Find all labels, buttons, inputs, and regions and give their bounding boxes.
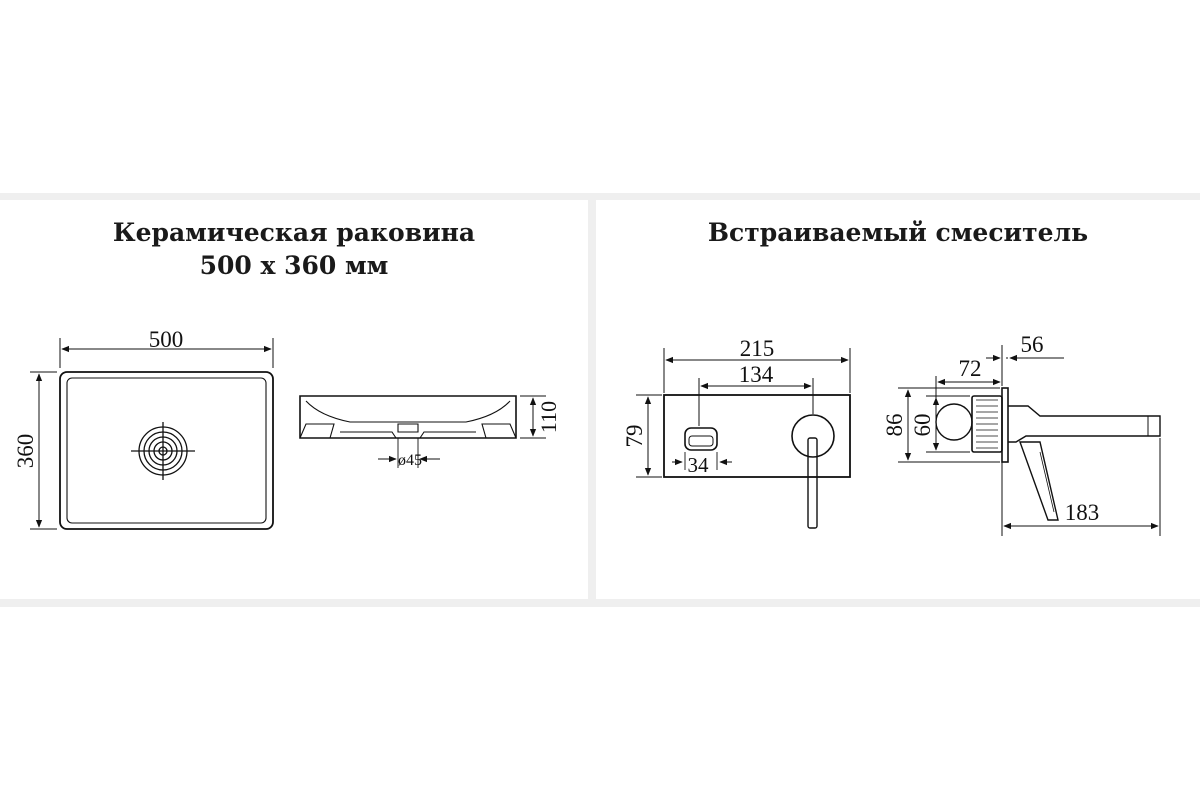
dim-depth: [30, 371, 57, 530]
label-plate-height: 79: [622, 425, 647, 448]
label-center-distance: 134: [739, 362, 774, 387]
label-width: 500: [149, 327, 184, 352]
dim-flange-60: [926, 395, 970, 453]
spout-outlet-icon: [684, 427, 718, 451]
dim-plate-height: [636, 394, 662, 478]
dim-height: [520, 395, 546, 439]
sink-title-line2: 500 х 360 мм: [199, 251, 389, 280]
mixer-panel: Встраиваемый смеситель: [596, 200, 1200, 599]
mixer-title: Встраиваемый смеситель: [707, 218, 1089, 247]
dim-center-distance: [698, 378, 814, 426]
sink-panel: Керамическая раковина 500 х 360 мм: [0, 200, 588, 599]
label-flange-60: 60: [910, 414, 935, 437]
label-depth-56: 56: [1021, 332, 1044, 357]
dim-spout-offset: [672, 452, 732, 470]
label-flange-86: 86: [882, 414, 907, 437]
sink-drawing: 500 360 110 ø45: [13, 327, 561, 530]
label-drain: ø45: [398, 452, 422, 469]
mixer-drawing: 215 134 79 34 56 72 86 60 183: [622, 332, 1161, 536]
sink-top-view: [59, 371, 274, 530]
dim-flange-86: [898, 387, 1000, 463]
drain-icon: [131, 422, 195, 480]
label-plate-width: 215: [740, 336, 775, 361]
label-spout-offset: 34: [688, 453, 710, 477]
sink-title-line1: Керамическая раковина: [112, 218, 476, 247]
mixer-side-view: [935, 387, 1161, 521]
mixer-front-view: [663, 394, 851, 529]
label-depth-72: 72: [959, 356, 982, 381]
dim-width: [59, 338, 274, 368]
dim-depth-56: [986, 345, 1064, 386]
label-depth: 360: [13, 434, 38, 469]
dim-spout-length: [1001, 438, 1161, 536]
dim-plate-width: [663, 348, 851, 393]
sink-side-view: [299, 395, 517, 468]
label-spout-length: 183: [1065, 500, 1100, 525]
sink-title: Керамическая раковина 500 х 360 мм: [0, 216, 588, 282]
label-height: 110: [536, 401, 561, 433]
handle-icon: [791, 414, 835, 529]
